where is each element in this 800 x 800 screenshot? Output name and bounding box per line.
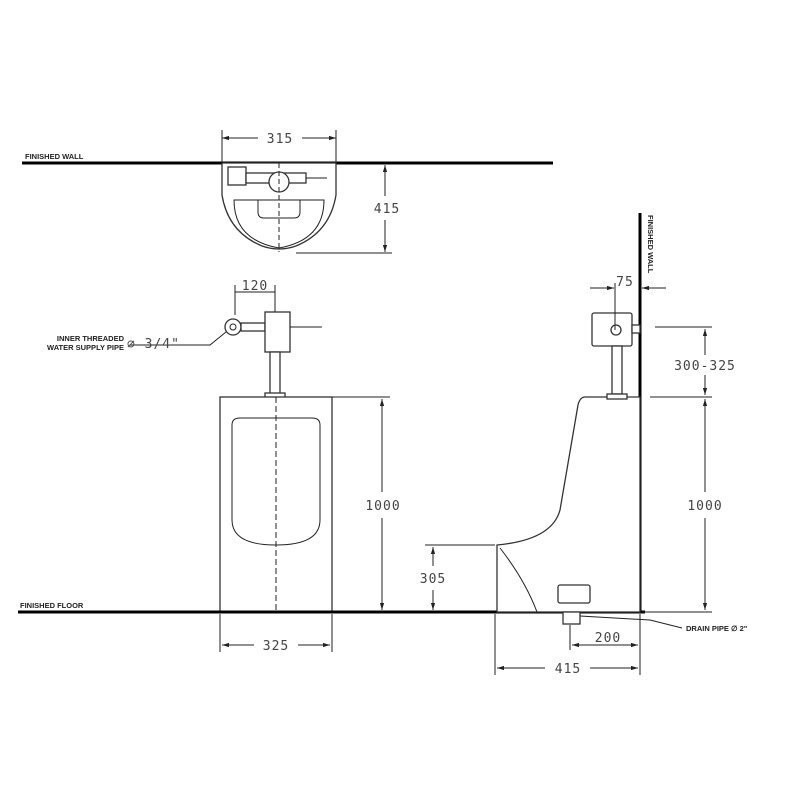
- dim-top-depth: 415: [374, 202, 400, 217]
- dimension-valve-height: 300-325: [650, 326, 736, 398]
- flush-valve-front: [224, 311, 322, 399]
- dimension-top-depth: 415: [296, 165, 400, 254]
- dim-side-depth: 415: [555, 662, 581, 677]
- drain-pipe-label: DRAIN PIPE ∅ 2": [686, 624, 748, 633]
- finished-wall-label: FINISHED WALL: [25, 152, 84, 161]
- supply-pipe-label-line2: WATER SUPPLY PIPE: [47, 343, 124, 352]
- urinal-top-view: [221, 162, 337, 252]
- finished-floor-label: FINISHED FLOOR: [20, 601, 84, 610]
- dim-top-width: 315: [267, 132, 293, 147]
- dimension-lip-height: 305: [420, 544, 495, 610]
- urinal-side-view: [496, 396, 641, 625]
- dimension-drain-offset: 200: [569, 614, 641, 675]
- dimension-wall-offset: 75: [590, 275, 666, 330]
- flush-valve-side: [591, 312, 641, 400]
- dim-front-height: 1000: [365, 499, 400, 514]
- dim-wall-offset: 75: [616, 275, 634, 290]
- dimension-front-width: 325: [219, 614, 333, 654]
- supply-pipe-label-line1: INNER THREADED: [57, 334, 125, 343]
- dimension-valve-offset: 120: [234, 279, 276, 315]
- dim-valve-height: 300-325: [674, 359, 736, 374]
- dim-drain-offset: 200: [595, 631, 621, 646]
- dimension-side-depth: 415: [494, 614, 638, 677]
- finished-wall-side-label: FINISHED WALL: [646, 215, 655, 274]
- dim-valve-offset: 120: [242, 279, 268, 294]
- urinal-front-view: [219, 396, 333, 613]
- dimension-front-height: 1000: [332, 396, 400, 610]
- dim-front-width: 325: [263, 639, 289, 654]
- dimension-side-height: 1000: [642, 399, 722, 613]
- dim-side-height: 1000: [687, 499, 722, 514]
- dim-lip-height: 305: [420, 572, 446, 587]
- supply-pipe-size: ∅ 3/4": [127, 337, 180, 352]
- dimension-top-width: 315: [221, 130, 337, 163]
